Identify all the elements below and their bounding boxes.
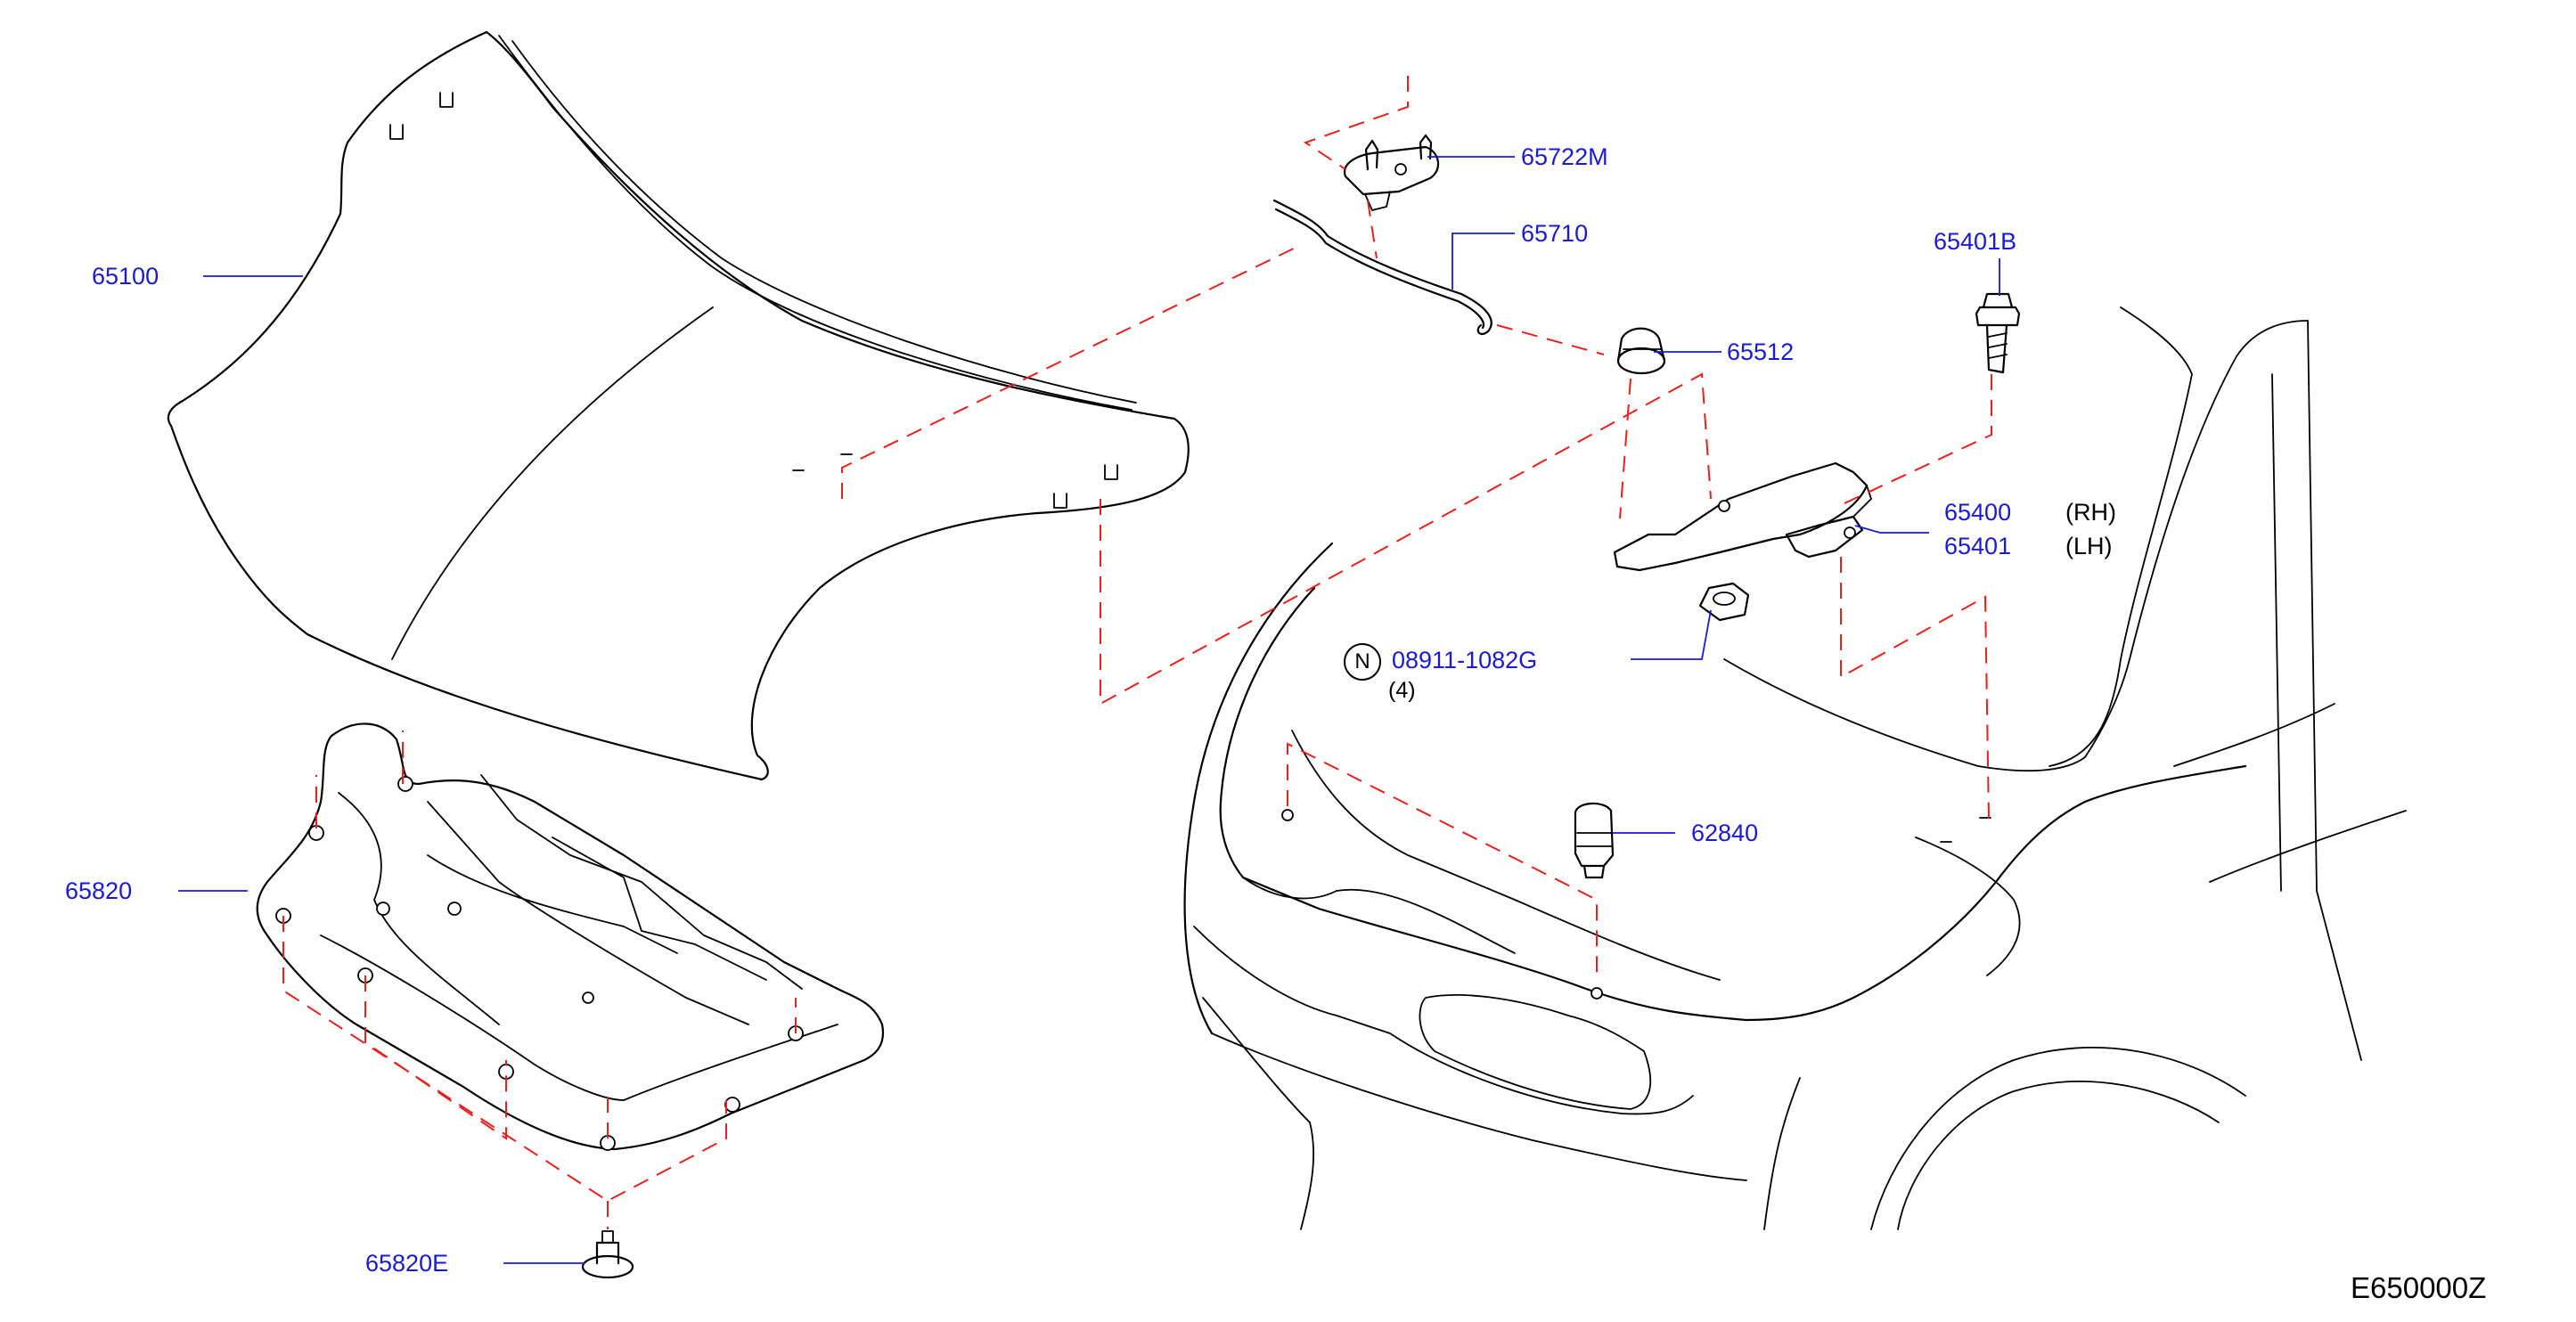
insulator-holes [275,776,804,1151]
side-label-rh: (RH) [2065,499,2116,526]
hood-support-rod-drawing [1272,199,1492,336]
part-number-hood[interactable]: 65100 [92,263,159,290]
hinge-bolt-drawing [1975,292,2021,374]
hood-hinge-drawing [1613,461,1872,572]
part-number-hood-support-clip[interactable]: 65722M [1521,143,1608,170]
hood-insulator-drawing [256,722,885,1151]
part-number-hinge-bolt[interactable]: 65401B [1934,228,2017,255]
hinge-nut-quantity: (4) [1388,678,1416,703]
part-number-hood-support-rod[interactable]: 65710 [1521,220,1589,247]
hood-slot-marks [389,92,1118,509]
body-holes [1281,809,1991,1000]
hood-drawing [167,30,1190,781]
part-number-adjusting-bumper[interactable]: 62840 [1691,820,1759,846]
vehicle-body-drawing [1183,306,2407,1230]
hood-bumper-drawing [1616,327,1666,375]
part-number-hinge-lh[interactable]: 65401 [1944,533,2012,559]
part-number-hinge-nut[interactable]: 08911-1082G [1392,647,1538,673]
adjusting-bumper-drawing [1574,802,1615,879]
part-number-insulator-clip[interactable]: 65820E [365,1250,449,1277]
leader-lines [178,156,2000,1264]
assembly-guide-lines [282,76,1992,1229]
part-number-hood-bumper[interactable]: 65512 [1727,339,1795,365]
side-label-lh: (LH) [2065,533,2113,559]
n-note-symbol: N [1344,643,1381,681]
hood-support-clip-drawing [1343,134,1440,211]
hinge-nut-drawing [1698,582,1750,622]
part-number-hinge-rh[interactable]: 65400 [1944,499,2012,526]
diagram-code: E650000Z [2351,1271,2487,1304]
part-number-hood-insulator[interactable]: 65820 [65,877,133,904]
insulator-clip-drawing [581,1230,634,1279]
